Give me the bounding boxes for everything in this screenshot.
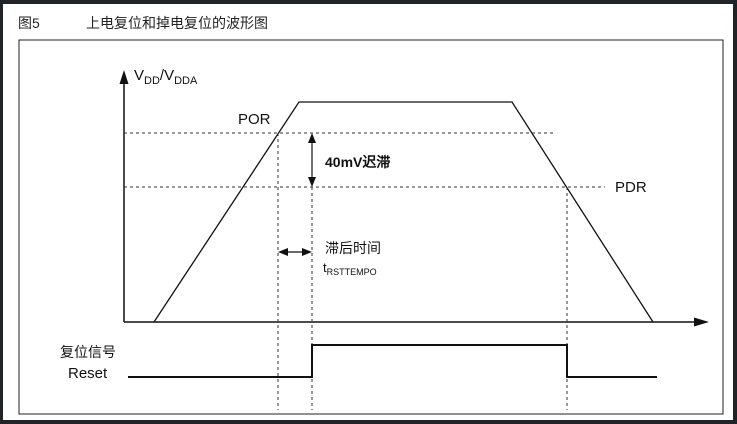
figure-number: 图5 [18,15,40,31]
reset-signal-label-cn: 复位信号 [60,344,116,360]
window-bottom-border [0,420,737,424]
x-axis-arrow [694,317,709,327]
delay-arrow-right [302,248,312,256]
supply-voltage-waveform [153,101,654,323]
delay-label: 滞后时间 [325,240,381,256]
figure-frame [18,39,724,415]
y-axis-arrow [119,70,129,84]
y-axis-label: VDD/VDDA [134,67,198,87]
hysteresis-arrow-down [308,177,316,187]
hysteresis-arrow-up [308,133,316,143]
delay-symbol: tRSTTEMPO [323,260,377,277]
reset-signal-label-en: Reset [68,365,108,382]
delay-arrow-left [278,248,288,256]
hysteresis-label: 40mV迟滞 [325,154,390,170]
window-top-border [0,0,737,4]
reset-signal-waveform [128,344,657,378]
figure-caption: 图5 上电复位和掉电复位的波形图 [18,13,268,33]
window-right-border [733,0,737,424]
window-left-border [0,0,3,424]
por-label: POR [238,111,271,128]
pdr-label: PDR [615,179,647,196]
figure-title: 上电复位和掉电复位的波形图 [86,15,268,31]
